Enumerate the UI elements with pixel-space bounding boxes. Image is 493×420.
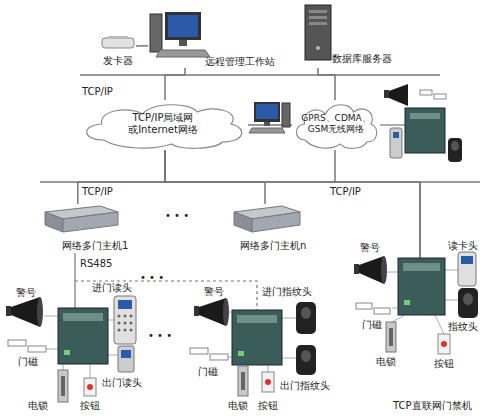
database-server: 数据库服务器 bbox=[300, 4, 400, 68]
device-label: 门磁 bbox=[18, 356, 38, 368]
remote-door-kit bbox=[384, 84, 462, 162]
device-label: 进门读头 bbox=[92, 282, 132, 294]
device-label: 警号 bbox=[204, 286, 224, 298]
tcp-access-controller: TCP直联网门禁机 bbox=[385, 257, 480, 414]
network-wire bbox=[380, 124, 405, 125]
card-issuer: 发卡器 bbox=[100, 35, 136, 67]
device-label: 进门指纹头 bbox=[262, 286, 312, 298]
node-label: 远程管理工作站 bbox=[205, 56, 275, 68]
device-label: 门磁 bbox=[198, 366, 218, 378]
device-label: 按钮 bbox=[258, 400, 278, 412]
multi-door-host-icon bbox=[234, 206, 300, 232]
protocol-label: TCP/IP bbox=[82, 186, 113, 198]
door-kit-right bbox=[354, 182, 478, 354]
protocol-label: TCP/IP bbox=[82, 86, 113, 98]
device-label: 电锁 bbox=[28, 400, 48, 412]
network-link bbox=[78, 150, 165, 204]
device-label: 电锁 bbox=[376, 356, 396, 368]
device-label: 警号 bbox=[16, 287, 36, 299]
device-label: 按钮 bbox=[80, 400, 100, 412]
bus-label: RS485 bbox=[80, 258, 112, 270]
node-label: TCP直联网门禁机 bbox=[393, 400, 472, 412]
node-label: GPRS、CDMA、 GSM无线网络 bbox=[298, 113, 374, 135]
workstation: 远程管理工作站 bbox=[148, 8, 283, 68]
ellipsis-mark: • • • bbox=[165, 210, 189, 222]
device-label: 出门指纹头 bbox=[280, 380, 330, 392]
wireless-cloud: GPRS、CDMA、 GSM无线网络 bbox=[292, 100, 380, 150]
device-label: 按钮 bbox=[434, 358, 454, 370]
network-wire bbox=[334, 150, 336, 182]
rs485-wire bbox=[75, 281, 257, 310]
cloud-outline bbox=[87, 105, 242, 149]
multi-door-host: 网络多门主机n bbox=[230, 204, 310, 252]
protocol-label: TCP/IP bbox=[330, 186, 361, 198]
network-link bbox=[165, 150, 265, 204]
device-label: 读卡头 bbox=[448, 240, 478, 252]
device-label: 电锁 bbox=[228, 400, 248, 412]
network-link bbox=[165, 150, 420, 257]
network-link bbox=[318, 68, 335, 100]
device-label: 警号 bbox=[360, 242, 380, 254]
ellipsis-mark: • • • bbox=[140, 272, 164, 284]
card-issuer-icon bbox=[102, 36, 134, 48]
computer-icon bbox=[249, 102, 290, 133]
ellipsis-mark: • • • bbox=[148, 330, 172, 342]
device-label: 指纹头 bbox=[448, 321, 478, 333]
node-label: 网络多门主机n bbox=[240, 240, 306, 252]
network-link bbox=[136, 45, 148, 47]
multi-door-host: 网络多门主机1 bbox=[40, 204, 130, 252]
multi-door-host-icon bbox=[45, 206, 118, 232]
node-label: TCP/IP局域网 或Internet网络 bbox=[108, 112, 218, 136]
network-cloud: TCP/IP局域网 或Internet网络 bbox=[78, 100, 248, 150]
node-label: 网络多门主机1 bbox=[62, 240, 128, 252]
network-bus bbox=[80, 74, 440, 76]
device-label: 出门读头 bbox=[102, 377, 142, 389]
node-label: 数据库服务器 bbox=[332, 53, 392, 65]
device-label: 门磁 bbox=[362, 319, 382, 331]
workstation-icon bbox=[150, 12, 210, 57]
server-icon bbox=[305, 5, 331, 60]
cloud-outline bbox=[297, 105, 377, 149]
network-link bbox=[165, 68, 185, 100]
node-label: 发卡器 bbox=[103, 55, 133, 67]
